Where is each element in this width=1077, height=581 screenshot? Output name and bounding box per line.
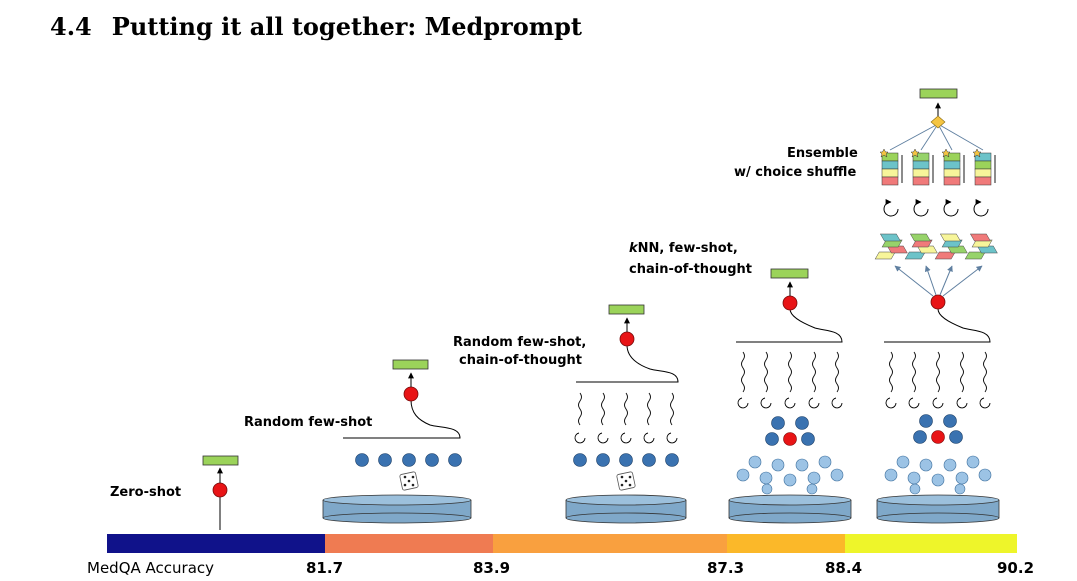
database-icon (322, 494, 472, 524)
label-italic-prefix: k (629, 241, 639, 256)
output-answer-icon (608, 304, 645, 315)
accuracy-tick: 87.3 (707, 559, 744, 577)
stage-label: Zero-shot (110, 485, 181, 500)
stage-random-few-shot: Random few-shot (244, 359, 472, 524)
embedding-cluster (736, 416, 844, 495)
prompt-curve (736, 308, 843, 343)
reasoning-chain-icon (885, 351, 991, 409)
database-icon (565, 494, 687, 524)
database-icon (728, 494, 852, 524)
stage-label: Random few-shot (244, 415, 372, 430)
accuracy-segment (845, 534, 1017, 553)
model-node (403, 386, 419, 402)
example-dots (573, 453, 679, 467)
reasoning-chain-icon (574, 392, 678, 444)
dice-icon (399, 471, 419, 491)
accuracy-segment (107, 534, 325, 553)
stage-zero-shot: Zero-shot (110, 455, 239, 530)
output-answer-icon (392, 359, 429, 370)
accuracy-tick: 90.2 (997, 559, 1034, 577)
shuffled-choices (874, 233, 998, 260)
stage-random-few-shot-cot: Random few-shot, chain-of-thought (453, 304, 687, 524)
stage-label: w/ choice shuffle (734, 165, 856, 180)
accuracy-tick: 83.9 (473, 559, 510, 577)
shuffle-cycle-icon (883, 199, 989, 217)
stage-label: Ensemble (787, 146, 858, 161)
ranked-answer-stacks (879, 148, 996, 186)
database-icon (876, 494, 1000, 524)
accuracy-bar (107, 534, 1017, 553)
model-node (930, 294, 946, 310)
accuracy-segment (325, 534, 493, 553)
stage-label: kNN, few-shot, (629, 241, 738, 256)
model-node (212, 482, 228, 498)
accuracy-tick: 81.7 (306, 559, 343, 577)
label-rest: NN, few-shot, (638, 241, 738, 256)
prompt-curve (884, 308, 991, 343)
output-answer-icon (770, 268, 809, 279)
accuracy-segment (493, 534, 727, 553)
model-node (782, 295, 798, 311)
prompt-curve (576, 344, 679, 383)
accuracy-segment (727, 534, 845, 553)
stage-label: chain-of-thought (459, 353, 582, 368)
output-answer-icon (919, 88, 958, 99)
accuracy-tick: 88.4 (825, 559, 862, 577)
embedding-cluster (884, 414, 992, 495)
section-heading: 4.4 Putting it all together: Medprompt (50, 12, 582, 41)
reasoning-chain-icon (737, 351, 843, 409)
vote-lines (889, 123, 984, 151)
fan-out-arrows (894, 265, 983, 297)
accuracy-axis-label: MedQA Accuracy (87, 559, 214, 577)
output-answer-icon (202, 455, 239, 466)
stage-knn-few-shot-cot: kNN, few-shot, chain-of-thought (629, 241, 852, 524)
example-dots (355, 453, 462, 467)
stage-label: Random few-shot, (453, 335, 586, 350)
section-title: Putting it all together: Medprompt (111, 12, 582, 41)
prompt-curve (343, 399, 461, 439)
section-number: 4.4 (50, 12, 92, 41)
stage-label: chain-of-thought (629, 262, 752, 277)
vote-diamond (930, 115, 946, 129)
stage-ensemble: Ensemble w/ choice shuffle (734, 88, 1000, 524)
dice-icon (616, 471, 636, 491)
model-node (619, 331, 635, 347)
